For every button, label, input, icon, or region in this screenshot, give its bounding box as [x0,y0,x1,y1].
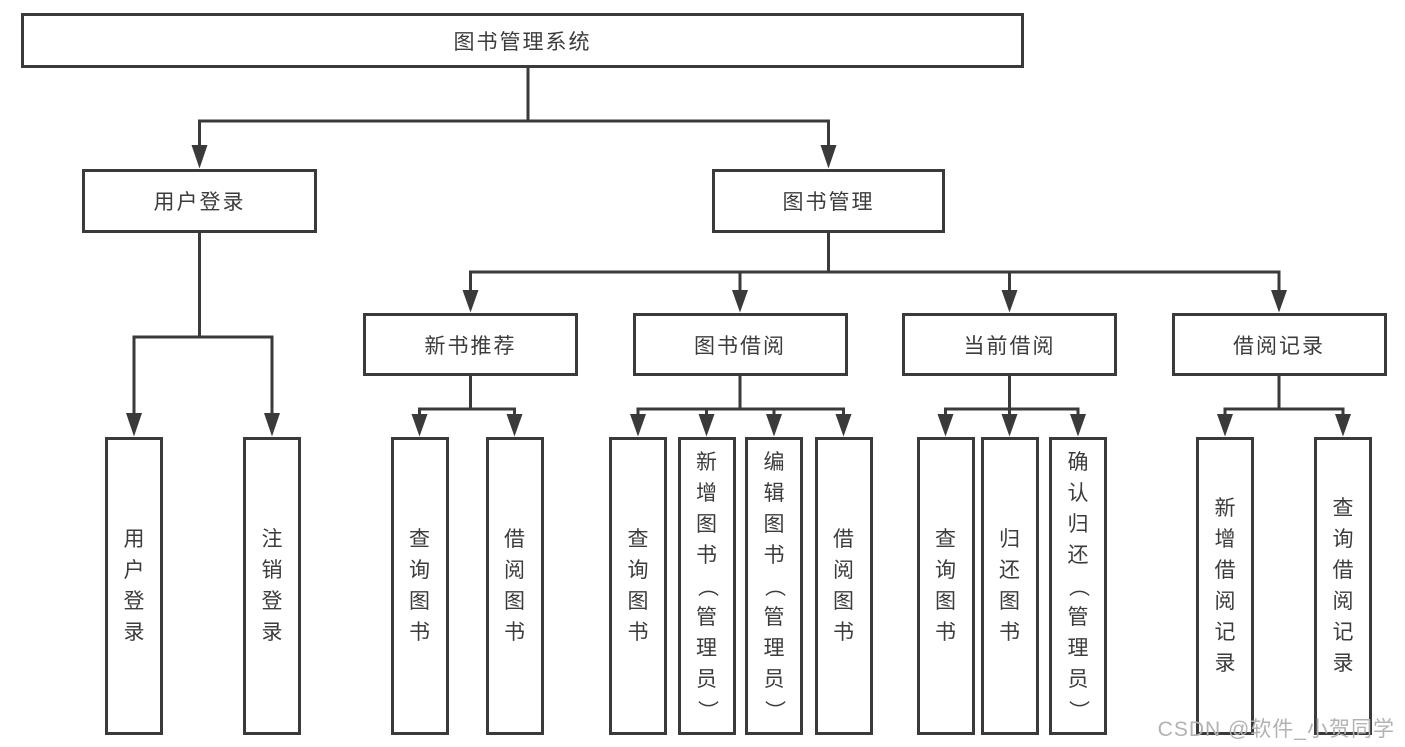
csdn-watermark: CSDN @软件_小贺同学 [1157,718,1395,741]
leaf-add-borrow-record: 新增借阅记录 [1196,437,1254,735]
leaf-user-login: 用户登录 [105,437,163,735]
leaf-logout: 注销登录 [243,437,301,735]
arrowheads [126,145,1351,437]
node-root-library-system: 图书管理系统 [21,13,1024,68]
leaf-borrow-books-recommend: 借阅图书 [485,437,544,735]
leaf-borrow-books: 借阅图书 [814,437,873,735]
leaf-query-books-recommend: 查询图书 [390,437,449,735]
node-borrow-records: 借阅记录 [1171,313,1387,376]
leaf-confirm-return-admin: 确认归还（管理员） [1049,437,1107,735]
leaf-return-books: 归还图书 [980,437,1039,735]
leaf-edit-books-admin: 编辑图书（管理员） [745,437,803,735]
leaf-query-books-current: 查询图书 [916,437,975,735]
leaf-query-books-borrow: 查询图书 [609,437,667,735]
node-book-borrow: 图书借阅 [632,313,848,376]
node-user-login-group: 用户登录 [82,169,317,233]
node-book-management-group: 图书管理 [712,169,945,233]
leaf-add-books-admin: 新增图书（管理员） [677,437,736,735]
leaf-query-borrow-record: 查询借阅记录 [1314,437,1372,735]
node-new-book-recommend: 新书推荐 [363,313,578,376]
node-current-borrow: 当前借阅 [902,313,1117,376]
